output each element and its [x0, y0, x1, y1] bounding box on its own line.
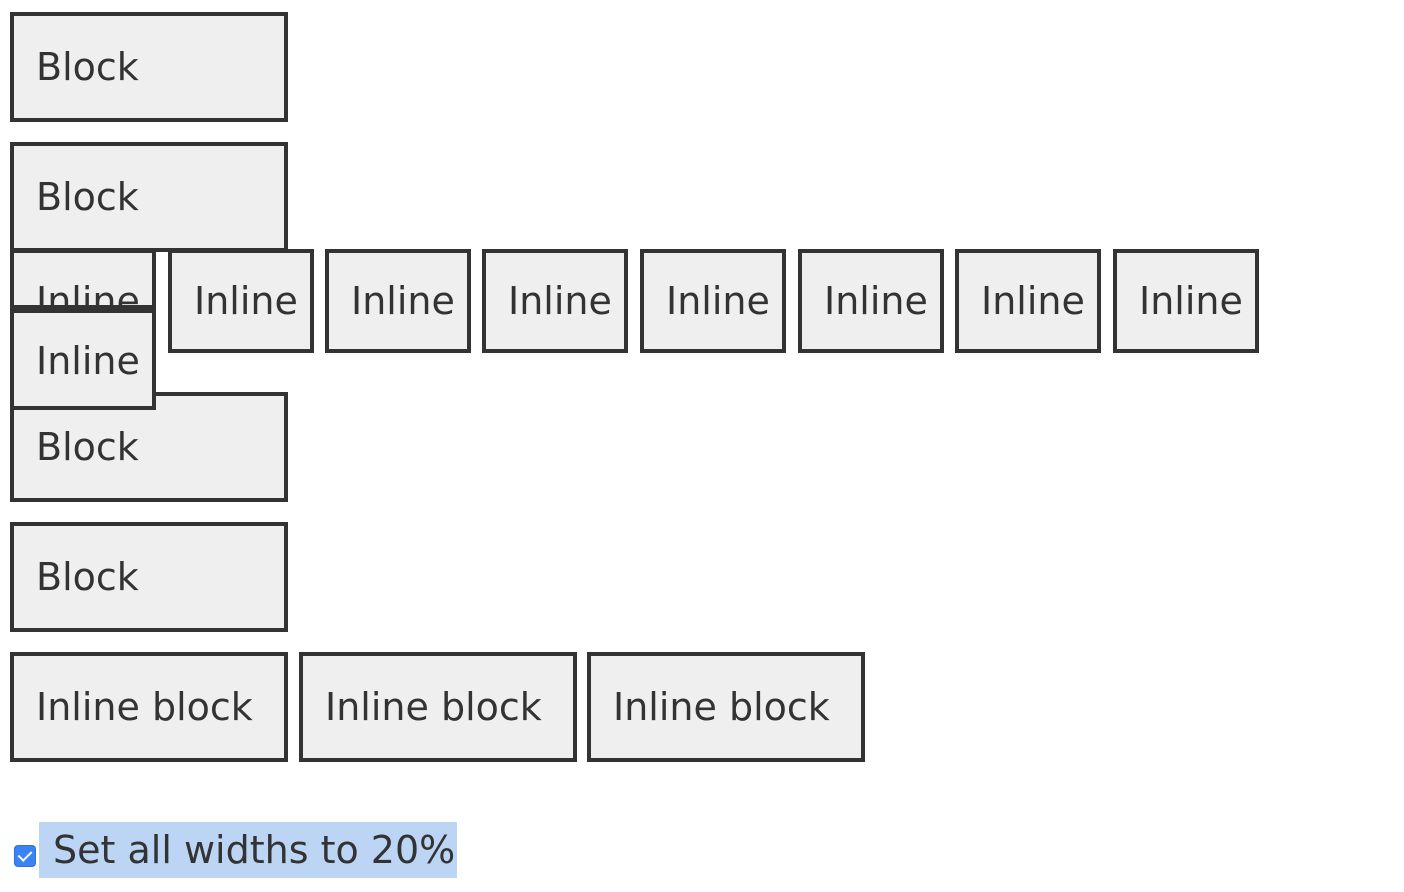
inline-label: Inline: [981, 279, 1085, 323]
inline-box: Inline: [640, 249, 786, 353]
block-label: Block: [36, 175, 139, 219]
inline-label: Inline: [1139, 279, 1243, 323]
inline-box: Inline: [955, 249, 1101, 353]
inline-block-label: Inline block: [613, 685, 830, 729]
inline-box: Inline: [482, 249, 628, 353]
inline-label: Inline: [36, 339, 140, 383]
block-box: Block: [10, 522, 288, 632]
block-box: Block: [10, 12, 288, 122]
width-toggle[interactable]: Set all widths to 20%: [14, 822, 458, 878]
inline-box: Inline: [1113, 249, 1259, 353]
inline-block-label: Inline block: [36, 685, 253, 729]
block-label: Block: [36, 45, 139, 89]
inline-box: Inline: [168, 249, 314, 353]
inline-label: Inline: [36, 279, 140, 309]
width-checkbox[interactable]: [14, 845, 36, 867]
inline-label: Inline: [666, 279, 770, 323]
inline-box: Inline: [798, 249, 944, 353]
inline-label: Inline: [351, 279, 455, 323]
inline-block-label: Inline block: [325, 685, 542, 729]
block-label: Block: [36, 555, 139, 599]
inline-box: Inline: [10, 249, 156, 309]
width-toggle-label[interactable]: Set all widths to 20%: [39, 822, 458, 878]
inline-box: Inline: [10, 309, 156, 410]
inline-label: Inline: [194, 279, 298, 323]
inline-block-box: Inline block: [587, 652, 865, 762]
block-box: Block: [10, 142, 288, 252]
inline-block-box: Inline block: [10, 652, 288, 762]
inline-block-box: Inline block: [299, 652, 577, 762]
inline-box: Inline: [325, 249, 471, 353]
block-label: Block: [36, 425, 139, 469]
inline-label: Inline: [824, 279, 928, 323]
inline-label: Inline: [508, 279, 612, 323]
